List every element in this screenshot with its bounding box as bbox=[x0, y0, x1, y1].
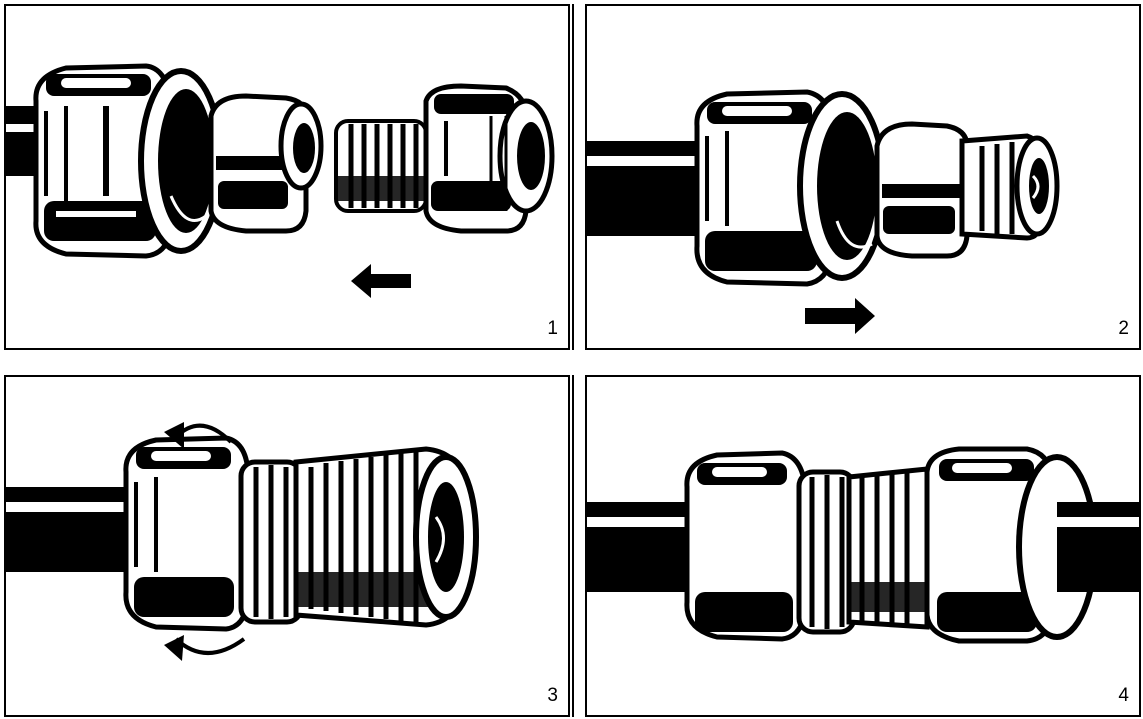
threaded-fitting-body bbox=[846, 466, 930, 630]
step-3-illustration bbox=[6, 422, 479, 661]
step-2-panel: 2 bbox=[585, 4, 1141, 350]
step-4-panel: 4 bbox=[585, 375, 1141, 717]
arrow-right-icon bbox=[805, 298, 875, 334]
pipe-left bbox=[587, 502, 697, 592]
step-3-panel: 3 bbox=[4, 375, 570, 717]
threaded-fitting-body bbox=[293, 446, 479, 628]
union-nut-left bbox=[684, 450, 808, 642]
step-4-illustration bbox=[587, 446, 1139, 644]
union-nut bbox=[33, 63, 224, 259]
step-1-illustration bbox=[6, 63, 555, 298]
fitting-insert bbox=[959, 133, 1060, 241]
panel-3-side-rule bbox=[572, 375, 574, 717]
step-number: 1 bbox=[547, 318, 558, 339]
pipe bbox=[6, 487, 126, 572]
step-number: 2 bbox=[1118, 318, 1129, 339]
fitting-body bbox=[423, 83, 555, 234]
step-1-panel: 1 bbox=[4, 4, 570, 350]
step-number: 3 bbox=[547, 685, 558, 706]
compression-ring-left bbox=[796, 469, 857, 635]
compression-ring bbox=[238, 459, 304, 625]
union-nut bbox=[123, 435, 251, 632]
union-nut bbox=[694, 89, 887, 287]
rotate-icon bbox=[164, 422, 246, 661]
compression-ring bbox=[874, 121, 970, 259]
pipe-right bbox=[1057, 502, 1139, 592]
threaded-insert bbox=[334, 119, 428, 213]
arrow-left-icon bbox=[351, 264, 411, 298]
panel-1-side-rule bbox=[572, 4, 574, 350]
step-2-illustration bbox=[587, 89, 1060, 334]
pipe bbox=[587, 141, 697, 236]
compression-ring bbox=[208, 93, 324, 234]
step-number: 4 bbox=[1118, 685, 1129, 706]
